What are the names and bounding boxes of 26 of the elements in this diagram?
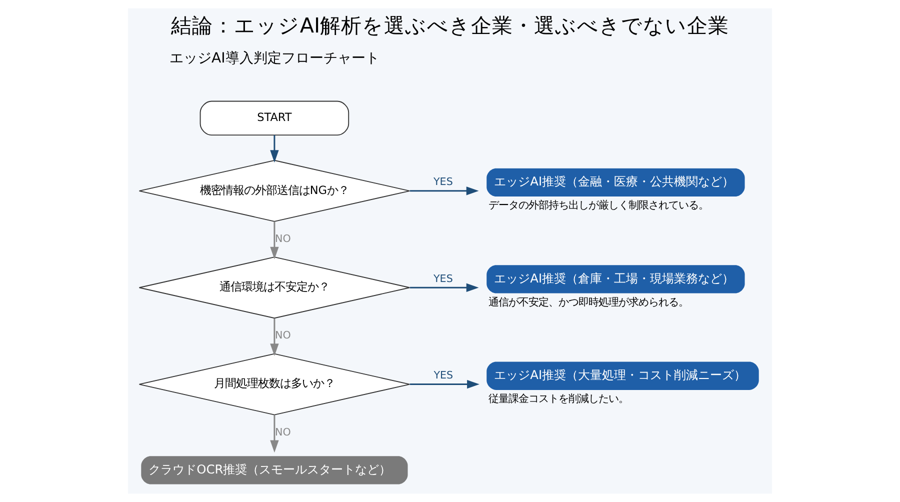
edge-label: YES [434,369,454,382]
edge-label: NO [274,330,291,342]
arrow [270,135,279,163]
node-box: エッジAI推奨（金融・医療・公共機関など） [486,168,745,197]
arrow [410,380,480,389]
node-box: START [200,100,350,136]
node-diamond: 月間処理枚数は多いか？ [138,353,410,416]
node-diamond: 機密情報の外部送信はNGか？ [138,160,410,222]
arrow [410,283,479,292]
edge-label: YES [434,272,453,285]
edge-label: YES [434,176,453,188]
node-label: 従量課金コストを削減したい。 [488,392,628,405]
diagram-title: 結論：エッジAI解析を選ぶべき企業・選ぶべきでない企業 [170,13,730,38]
label: エッジAI導入判定フローチャート [170,50,380,66]
node-diamond: 通信環境は不安定か？ [138,256,410,319]
node-label: 通信が不安定、かつ即時処理が求められる。 [488,296,688,308]
arrow [410,186,479,196]
edge-label: NO [274,426,291,438]
node-box: エッジAI推奨（大量処理・コスト削減ニーズ） [486,362,759,390]
node-label: データの外部持ち出しが厳しく制限されている。 [488,200,708,212]
node-box: クラウドOCR推奨（スモールスタートなど） [141,456,408,484]
node-box: エッジAI推奨（倉庫・工場・現場業務など） [486,265,745,294]
edge-label: NO [274,232,291,245]
arrow [270,318,279,356]
arrow [270,414,279,453]
arrow [270,222,279,260]
